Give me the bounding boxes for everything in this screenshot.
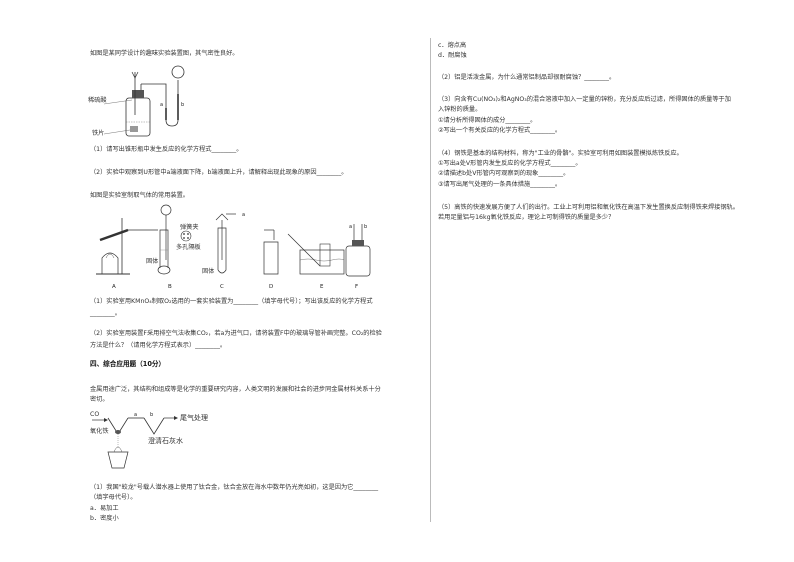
column-divider bbox=[430, 38, 431, 522]
figure-u-tube-apparatus: a b bbox=[86, 60, 206, 142]
question-6: （2）铝是活泼金属，为什么通常铝制品却很耐腐蚀？________。 bbox=[438, 74, 616, 81]
intro-metals-line1: 金属用途广泛，其结构和组成等是化学的重要研究内容，人类文明的发展和社会的进步同金… bbox=[90, 386, 381, 393]
letter-b: B bbox=[168, 284, 172, 290]
figure-gas-apparatus: a b a A B C D E F bbox=[88, 200, 378, 290]
label-iron-sheet: 铁片 bbox=[92, 130, 105, 137]
question-5-line2: （填字母代号）。 bbox=[90, 494, 137, 501]
label-a: a bbox=[160, 102, 163, 108]
label-c-a: a bbox=[242, 212, 245, 218]
letter-d: D bbox=[269, 284, 273, 290]
section-heading: 四、综合应用题（10分） bbox=[90, 360, 166, 368]
question-5-line1: （1）我国"蛟龙"号载人潜水器上使用了钛合金，钛合金放在海水中数年仍光亮如初，这… bbox=[90, 484, 379, 491]
question-8-sub2: ②请描述b处V形管内可观察到的现象________。 bbox=[438, 170, 570, 177]
label-b: b bbox=[181, 102, 184, 108]
label-f-b: b bbox=[364, 224, 367, 230]
letter-e: E bbox=[320, 284, 324, 290]
intro-metals-line2: 密切。 bbox=[90, 396, 109, 403]
question-3-line2: ________。 bbox=[90, 310, 121, 317]
label-dilute-acid: 稀硫酸 bbox=[88, 97, 107, 104]
question-9-line1: （5）高铁的快速发展方便了人们的出行。工业上可利用铝和氧化铁在高温下发生置换反应… bbox=[438, 204, 739, 211]
question-9-line2: 若用足量铝与16kg氧化铁反应，理论上可制得铁的质量是多少？ bbox=[438, 214, 615, 221]
question-8-line1: （4）钢铁是基本的结构材料，称为"工业的骨骼"。实验室可利用如图装置模拟炼铁反应… bbox=[438, 150, 683, 157]
letter-a: A bbox=[112, 284, 116, 290]
label-tail-gas: 尾气处理 bbox=[180, 414, 208, 422]
gas-apparatus-diagram: a b a A B C D E F bbox=[96, 204, 371, 290]
question-7-line2: 入锌粉的质量。 bbox=[438, 106, 482, 113]
option-b: b．密度小 bbox=[90, 515, 119, 522]
label-porous-plate: 多孔隔板 bbox=[176, 244, 201, 251]
question-7-sub1: ①请分析所得固体的成分________。 bbox=[438, 117, 537, 124]
question-8-sub1: ①写出a处V形管内发生反应的化学方程式________。 bbox=[438, 160, 582, 167]
option-a: a．易加工 bbox=[90, 505, 119, 512]
question-7-line1: （3）向含有Cu(NO₃)₂和AgNO₃的混合溶液中加入一定量的锌粉，充分反应后… bbox=[438, 96, 731, 103]
label-spring-clamp: 弹簧夹 bbox=[180, 224, 199, 231]
label-iron-oxide: 氧化铁 bbox=[90, 428, 109, 435]
option-c: c．熔点高 bbox=[438, 42, 467, 49]
letter-f: F bbox=[355, 284, 358, 290]
iron-smelting-diagram: a b bbox=[92, 412, 178, 469]
intro-apparatus-2: 如图是实验室制取气体的常用装置。 bbox=[90, 192, 189, 199]
label-v-a: a bbox=[134, 412, 137, 418]
intro-apparatus-1: 如图是某同学设计的趣味实验装置图，其气密性良好。 bbox=[90, 50, 239, 57]
label-solid-b: 固体 bbox=[146, 258, 159, 265]
question-1: （1）请写出锥形瓶中发生反应的化学方程式________。 bbox=[90, 146, 243, 153]
label-f-a: a bbox=[349, 224, 352, 230]
letter-c: C bbox=[220, 284, 224, 290]
option-d: d．耐腐蚀 bbox=[438, 52, 467, 59]
question-4-line1: （2）实验室用装置F采用排空气法收集CO₂，若a为进气口，请将装置F中的玻璃导管… bbox=[90, 330, 382, 337]
label-solid-c: 固体 bbox=[202, 268, 215, 275]
label-co: CO bbox=[90, 411, 100, 418]
label-limewater: 澄清石灰水 bbox=[148, 437, 183, 445]
question-7-sub2: ②写出一个有关反应的化学方程式________。 bbox=[438, 127, 562, 134]
question-8-sub3: ③请写出尾气处理的一条具体措施________。 bbox=[438, 181, 562, 188]
label-v-b: b bbox=[150, 412, 153, 418]
question-2: （2）实验中观察到U形管中a端液面下降，b端液面上升，请解释出现此现象的原因__… bbox=[90, 169, 348, 176]
question-4-line2: 方法是什么？（请用化学方程式表示）________。 bbox=[90, 342, 227, 349]
u-tube-diagram: a b bbox=[103, 65, 185, 137]
figure-iron-smelting: a b bbox=[88, 406, 218, 476]
question-3-line1: （1）实验室用KMnO₄制取O₂选用的一套实验装置为________（填字母代号… bbox=[90, 298, 373, 305]
